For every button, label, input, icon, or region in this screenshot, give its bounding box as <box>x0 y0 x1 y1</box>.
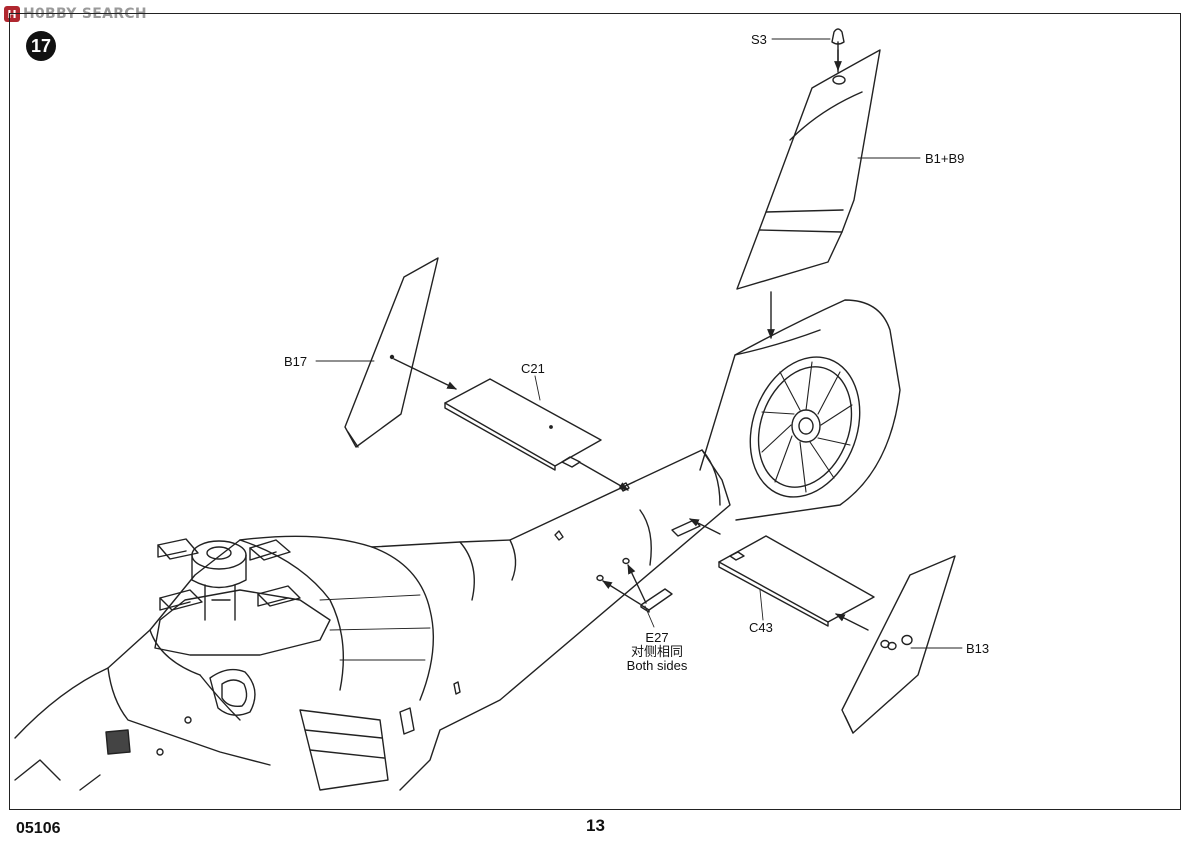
label-e27-note-en: Both sides <box>626 658 688 673</box>
label-b17: B17 <box>284 354 308 369</box>
watermark-logo-icon: H <box>4 6 20 22</box>
step-number-badge: 17 <box>26 31 56 61</box>
main-rotor-hub <box>154 538 331 656</box>
instruction-frame <box>9 13 1181 810</box>
label-e27: E27 <box>645 630 669 645</box>
part-c43-panel <box>718 535 875 631</box>
page-number: 13 <box>586 816 605 835</box>
tail-boom <box>371 449 731 791</box>
fuselage-main-body <box>14 535 461 791</box>
part-s3-screw <box>831 28 845 73</box>
part-e27 <box>596 557 673 613</box>
part-b1-b9-vertical-fin <box>736 49 881 339</box>
label-c43: C43 <box>749 620 773 635</box>
leader-lines <box>315 38 963 649</box>
part-b13-fin <box>841 555 956 734</box>
part-b17-fin <box>344 257 457 448</box>
watermark-text: H0BBY SEARCH <box>23 6 147 22</box>
label-c21: C21 <box>521 361 545 376</box>
label-b1-b9: B1+B9 <box>925 151 965 166</box>
label-s3: S3 <box>751 32 767 47</box>
label-e27-note-cn: 对侧相同 <box>630 644 684 659</box>
tail-rotor-fenestron <box>689 299 901 535</box>
label-b13: B13 <box>966 641 990 656</box>
hobby-search-watermark: H H0BBY SEARCH <box>4 5 147 23</box>
kit-code: 05106 <box>16 820 61 837</box>
part-c21-panel <box>444 378 629 491</box>
